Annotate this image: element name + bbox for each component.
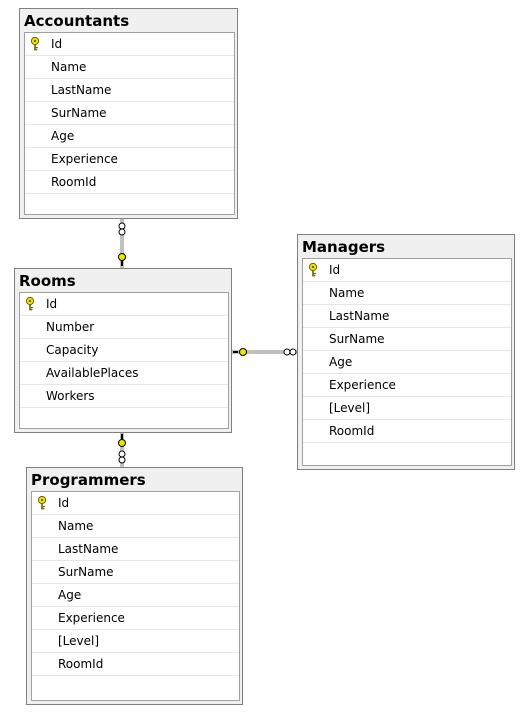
column-row[interactable]: Workers bbox=[20, 385, 228, 408]
column-row[interactable]: LastName bbox=[32, 538, 239, 561]
primary-key-icon bbox=[27, 36, 43, 52]
relationship-managers-rooms[interactable] bbox=[231, 348, 298, 356]
key-icon bbox=[118, 434, 126, 447]
infinity-icon bbox=[118, 222, 126, 236]
column-name: Experience bbox=[58, 611, 125, 625]
column-name: Number bbox=[46, 320, 95, 334]
column-row[interactable]: [Level] bbox=[32, 630, 239, 653]
column-name: Name bbox=[58, 519, 94, 533]
primary-key-icon bbox=[22, 296, 38, 312]
column-name: LastName bbox=[51, 83, 112, 97]
column-row[interactable]: Experience bbox=[25, 148, 234, 171]
column-row[interactable]: Name bbox=[32, 515, 239, 538]
column-name: Experience bbox=[51, 152, 118, 166]
column-row[interactable]: Age bbox=[303, 351, 511, 374]
column-row[interactable]: Experience bbox=[303, 374, 511, 397]
relationship-programmers-rooms[interactable] bbox=[118, 432, 126, 467]
primary-key-icon bbox=[305, 262, 321, 278]
column-row[interactable]: SurName bbox=[303, 328, 511, 351]
column-row[interactable]: LastName bbox=[25, 79, 234, 102]
column-name: Id bbox=[58, 496, 70, 510]
column-name: Workers bbox=[46, 389, 95, 403]
column-name: RoomId bbox=[58, 657, 104, 671]
column-name: Age bbox=[329, 355, 353, 369]
column-row[interactable]: RoomId bbox=[25, 171, 234, 194]
table-title[interactable]: Rooms bbox=[19, 272, 76, 290]
column-name: AvailablePlaces bbox=[46, 366, 139, 380]
key-icon bbox=[233, 348, 247, 356]
column-name: Name bbox=[51, 60, 87, 74]
column-row[interactable]: Name bbox=[303, 282, 511, 305]
table-title[interactable]: Managers bbox=[302, 238, 386, 256]
column-row[interactable]: Age bbox=[32, 584, 239, 607]
column-name: RoomId bbox=[329, 424, 375, 438]
column-name: Age bbox=[51, 129, 75, 143]
infinity-icon bbox=[283, 348, 297, 356]
column-name: Id bbox=[46, 297, 58, 311]
column-row[interactable]: SurName bbox=[25, 102, 234, 125]
column-name: Capacity bbox=[46, 343, 99, 357]
column-name: Name bbox=[329, 286, 365, 300]
column-row[interactable]: Age bbox=[25, 125, 234, 148]
primary-key-icon bbox=[34, 495, 50, 511]
column-name: [Level] bbox=[329, 401, 371, 415]
infinity-icon bbox=[118, 450, 126, 464]
column-name: SurName bbox=[329, 332, 385, 346]
column-name: Id bbox=[329, 263, 341, 277]
column-row[interactable]: [Level] bbox=[303, 397, 511, 420]
column-name: RoomId bbox=[51, 175, 97, 189]
column-row[interactable]: RoomId bbox=[303, 420, 511, 443]
column-row[interactable]: Capacity bbox=[20, 339, 228, 362]
key-icon bbox=[118, 253, 126, 266]
column-row[interactable]: Number bbox=[20, 316, 228, 339]
table-title[interactable]: Programmers bbox=[31, 471, 146, 489]
table-title[interactable]: Accountants bbox=[24, 12, 130, 30]
column-row[interactable]: Experience bbox=[32, 607, 239, 630]
column-row[interactable]: Id bbox=[32, 492, 239, 515]
column-row[interactable]: LastName bbox=[303, 305, 511, 328]
column-name: [Level] bbox=[58, 634, 100, 648]
column-row[interactable]: Id bbox=[20, 293, 228, 316]
column-name: Id bbox=[51, 37, 63, 51]
column-name: LastName bbox=[58, 542, 119, 556]
column-name: Age bbox=[58, 588, 82, 602]
column-name: LastName bbox=[329, 309, 390, 323]
column-row[interactable]: Name bbox=[25, 56, 234, 79]
column-name: SurName bbox=[51, 106, 107, 120]
column-row[interactable]: RoomId bbox=[32, 653, 239, 676]
column-name: SurName bbox=[58, 565, 114, 579]
column-row[interactable]: Id bbox=[25, 33, 234, 56]
relationship-accountants-rooms[interactable] bbox=[118, 218, 126, 268]
column-row[interactable]: SurName bbox=[32, 561, 239, 584]
column-name: Experience bbox=[329, 378, 396, 392]
column-row[interactable]: Id bbox=[303, 259, 511, 282]
column-row[interactable]: AvailablePlaces bbox=[20, 362, 228, 385]
